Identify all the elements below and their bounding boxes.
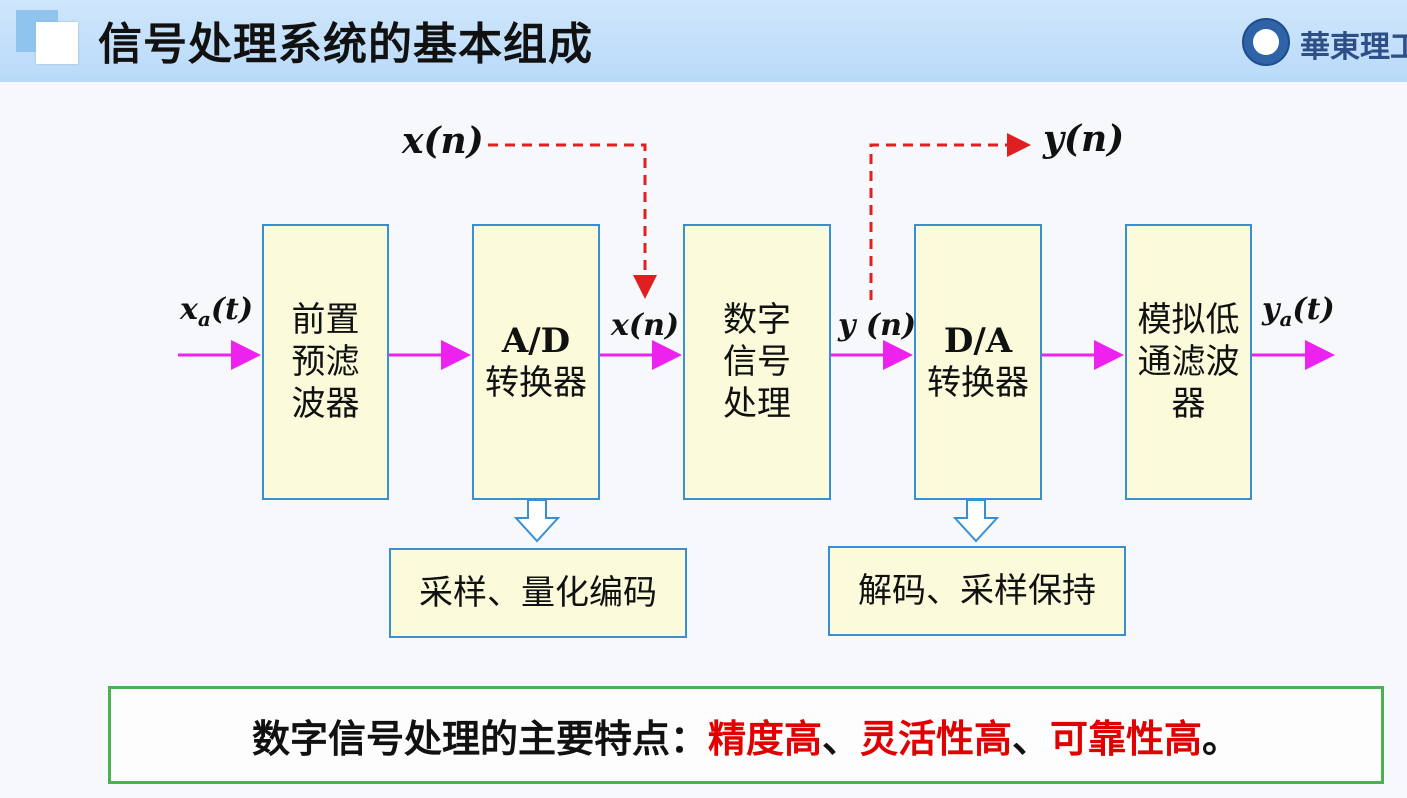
down-arrow-ad-icon bbox=[513, 499, 561, 543]
da-note-box: 解码、采样保持 bbox=[828, 546, 1126, 636]
da-subtitle: 转换器 bbox=[927, 363, 1029, 403]
decor-square-icon bbox=[36, 22, 78, 64]
university-name: 華東理工 bbox=[1300, 30, 1407, 65]
feature-separator: 、 bbox=[1012, 716, 1051, 761]
dsp-label: 数字信号处理 bbox=[723, 300, 791, 424]
dashed-arrow-output bbox=[869, 133, 1031, 300]
prefilter-label: 前置预滤波器 bbox=[291, 300, 360, 424]
flow-diagram bbox=[178, 133, 1335, 543]
down-arrow-da-icon bbox=[952, 499, 1000, 543]
feature-end: 。 bbox=[1202, 716, 1241, 761]
da-note-label: 解码、采样保持 bbox=[858, 571, 1096, 611]
lowpass-filter-block: 模拟低通滤波器 bbox=[1125, 224, 1252, 500]
ad-converter-block: A/D 转换器 bbox=[472, 224, 600, 500]
signal-yn-top-label: y(n) bbox=[1043, 118, 1125, 160]
features-box: 数字信号处理的主要特点： 精度高 、 灵活性高 、 可靠性高 。 bbox=[108, 686, 1384, 784]
feature-flexibility: 灵活性高 bbox=[859, 716, 1012, 761]
signal-yn-label: y (n) bbox=[838, 308, 917, 343]
page-title: 信号处理系统的基本组成 bbox=[98, 19, 593, 70]
signal-xn-label: x(n) bbox=[611, 308, 680, 343]
feature-separator: 、 bbox=[821, 716, 860, 761]
ad-note-label: 采样、量化编码 bbox=[419, 573, 657, 613]
ad-note-box: 采样、量化编码 bbox=[389, 548, 687, 638]
ad-title: A/D bbox=[501, 321, 571, 361]
ad-subtitle: 转换器 bbox=[485, 363, 587, 403]
prefilter-block: 前置预滤波器 bbox=[262, 224, 389, 500]
title-bar: 信号处理系统的基本组成 華東理工 bbox=[0, 0, 1407, 82]
da-title: D/A bbox=[943, 321, 1013, 361]
dashed-arrow-input bbox=[488, 143, 657, 299]
feature-precision: 精度高 bbox=[707, 716, 822, 761]
lpf-label: 模拟低通滤波器 bbox=[1137, 300, 1240, 424]
signal-xn-top-label: x(n) bbox=[402, 120, 484, 162]
university-logo-icon bbox=[1242, 18, 1290, 66]
feature-reliability: 可靠性高 bbox=[1050, 716, 1203, 761]
signal-ya-label: ya(t) bbox=[1262, 292, 1335, 331]
features-prefix: 数字信号处理的主要特点： bbox=[251, 716, 708, 761]
dsp-block: 数字信号处理 bbox=[683, 224, 831, 500]
signal-xa-label: xa(t) bbox=[180, 292, 254, 331]
da-converter-block: D/A 转换器 bbox=[914, 224, 1042, 500]
